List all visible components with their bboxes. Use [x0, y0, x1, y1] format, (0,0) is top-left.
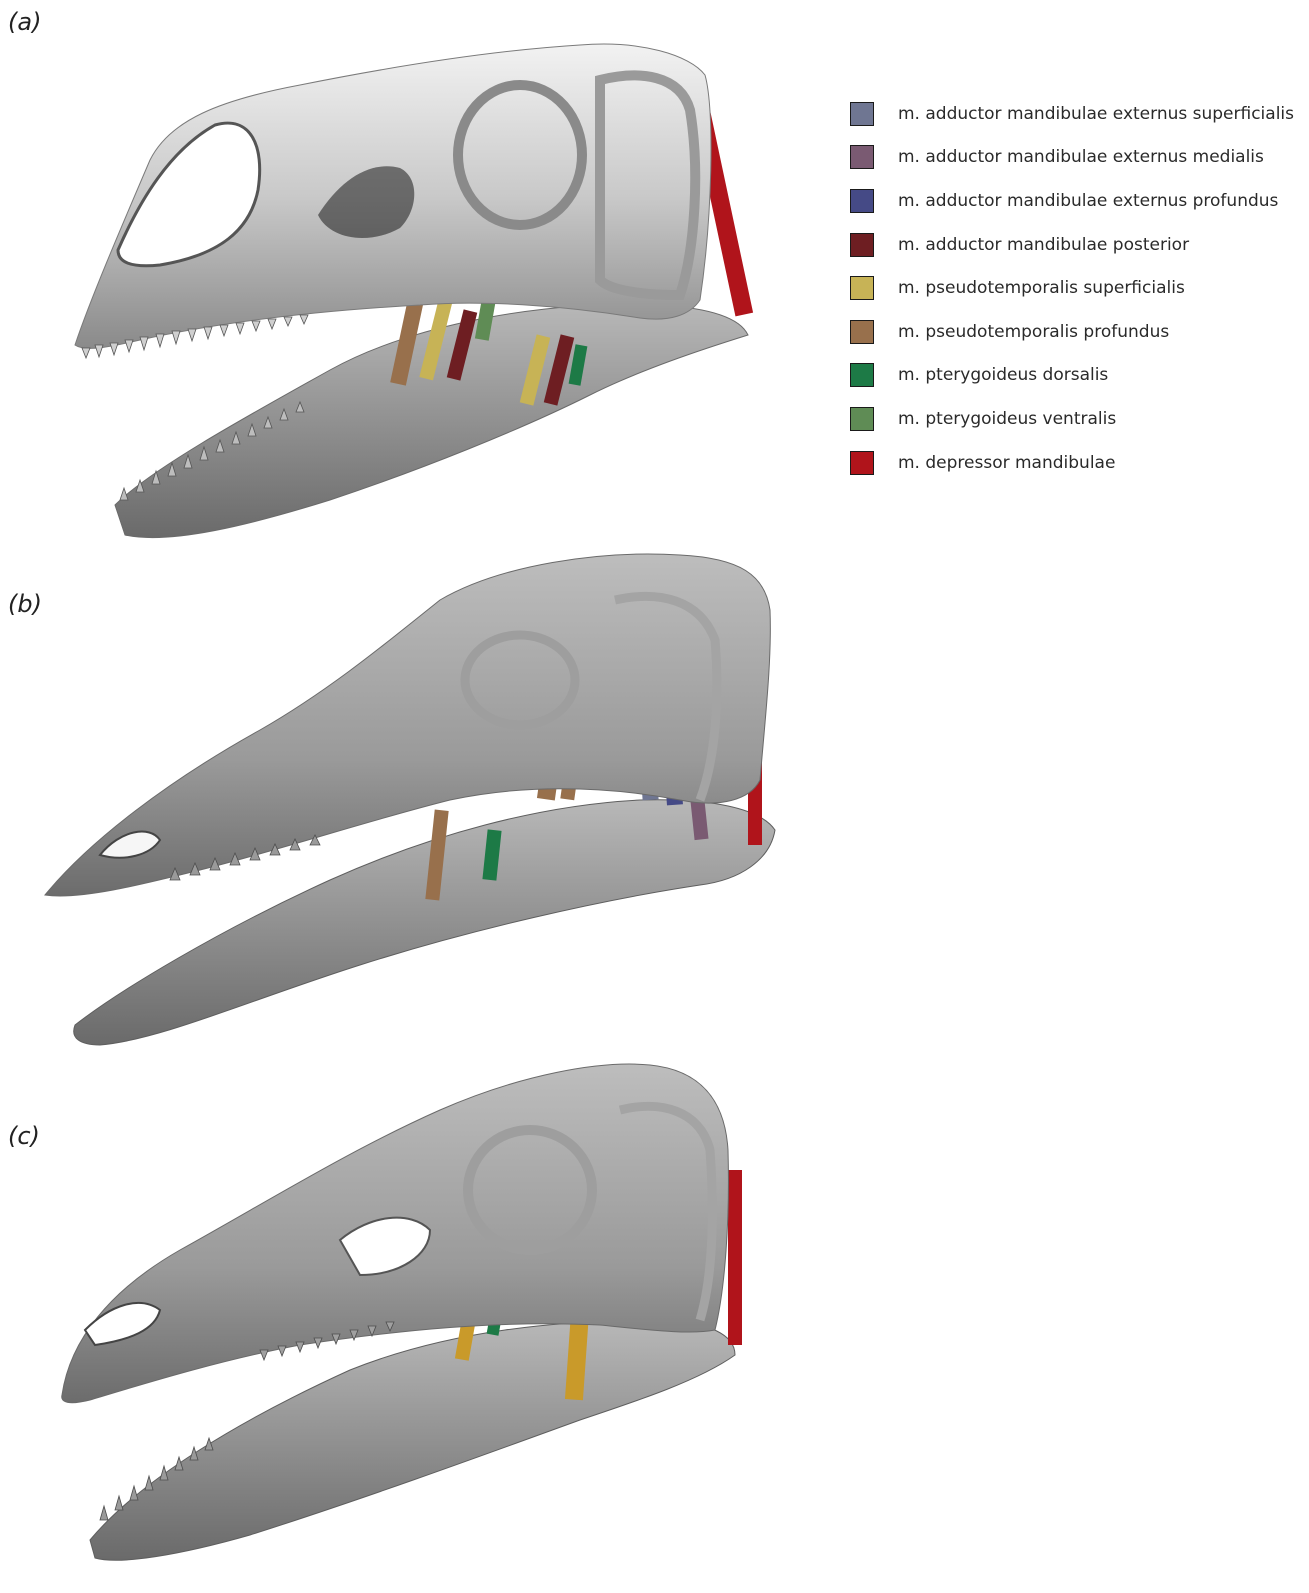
legend-item: m. adductor mandibulae externus profundu…: [850, 179, 1300, 223]
legend-item: m. adductor mandibulae externus superfic…: [850, 92, 1300, 136]
legend-item: m. adductor mandibulae posterior: [850, 223, 1300, 267]
skull-b: [45, 554, 775, 1045]
legend-swatch: [850, 451, 874, 475]
legend-label: m. pseudotemporalis superficialis: [898, 278, 1185, 298]
legend-label: m. adductor mandibulae externus medialis: [898, 147, 1264, 167]
muscle-legend: m. adductor mandibulae externus superfic…: [850, 92, 1300, 484]
legend-swatch: [850, 102, 874, 126]
legend-swatch: [850, 189, 874, 213]
legend-label: m. adductor mandibulae externus superfic…: [898, 104, 1294, 124]
legend-label: m. adductor mandibulae posterior: [898, 235, 1189, 255]
skull-a: [75, 44, 753, 538]
skull-c: [62, 1064, 742, 1560]
legend-item: m. pterygoideus ventralis: [850, 397, 1300, 441]
legend-item: m. pseudotemporalis superficialis: [850, 266, 1300, 310]
legend-label: m. adductor mandibulae externus profundu…: [898, 191, 1278, 211]
legend-swatch: [850, 145, 874, 169]
legend-swatch: [850, 233, 874, 257]
legend-item: m. pterygoideus dorsalis: [850, 354, 1300, 398]
legend-item: m. adductor mandibulae externus medialis: [850, 136, 1300, 180]
legend-label: m. pterygoideus ventralis: [898, 409, 1116, 429]
legend-label: m. depressor mandibulae: [898, 453, 1115, 473]
legend-swatch: [850, 407, 874, 431]
legend-label: m. pseudotemporalis profundus: [898, 322, 1169, 342]
legend-item: m. depressor mandibulae: [850, 441, 1300, 485]
legend-swatch: [850, 363, 874, 387]
legend-swatch: [850, 276, 874, 300]
legend-item: m. pseudotemporalis profundus: [850, 310, 1300, 354]
legend-label: m. pterygoideus dorsalis: [898, 365, 1108, 385]
legend-swatch: [850, 320, 874, 344]
